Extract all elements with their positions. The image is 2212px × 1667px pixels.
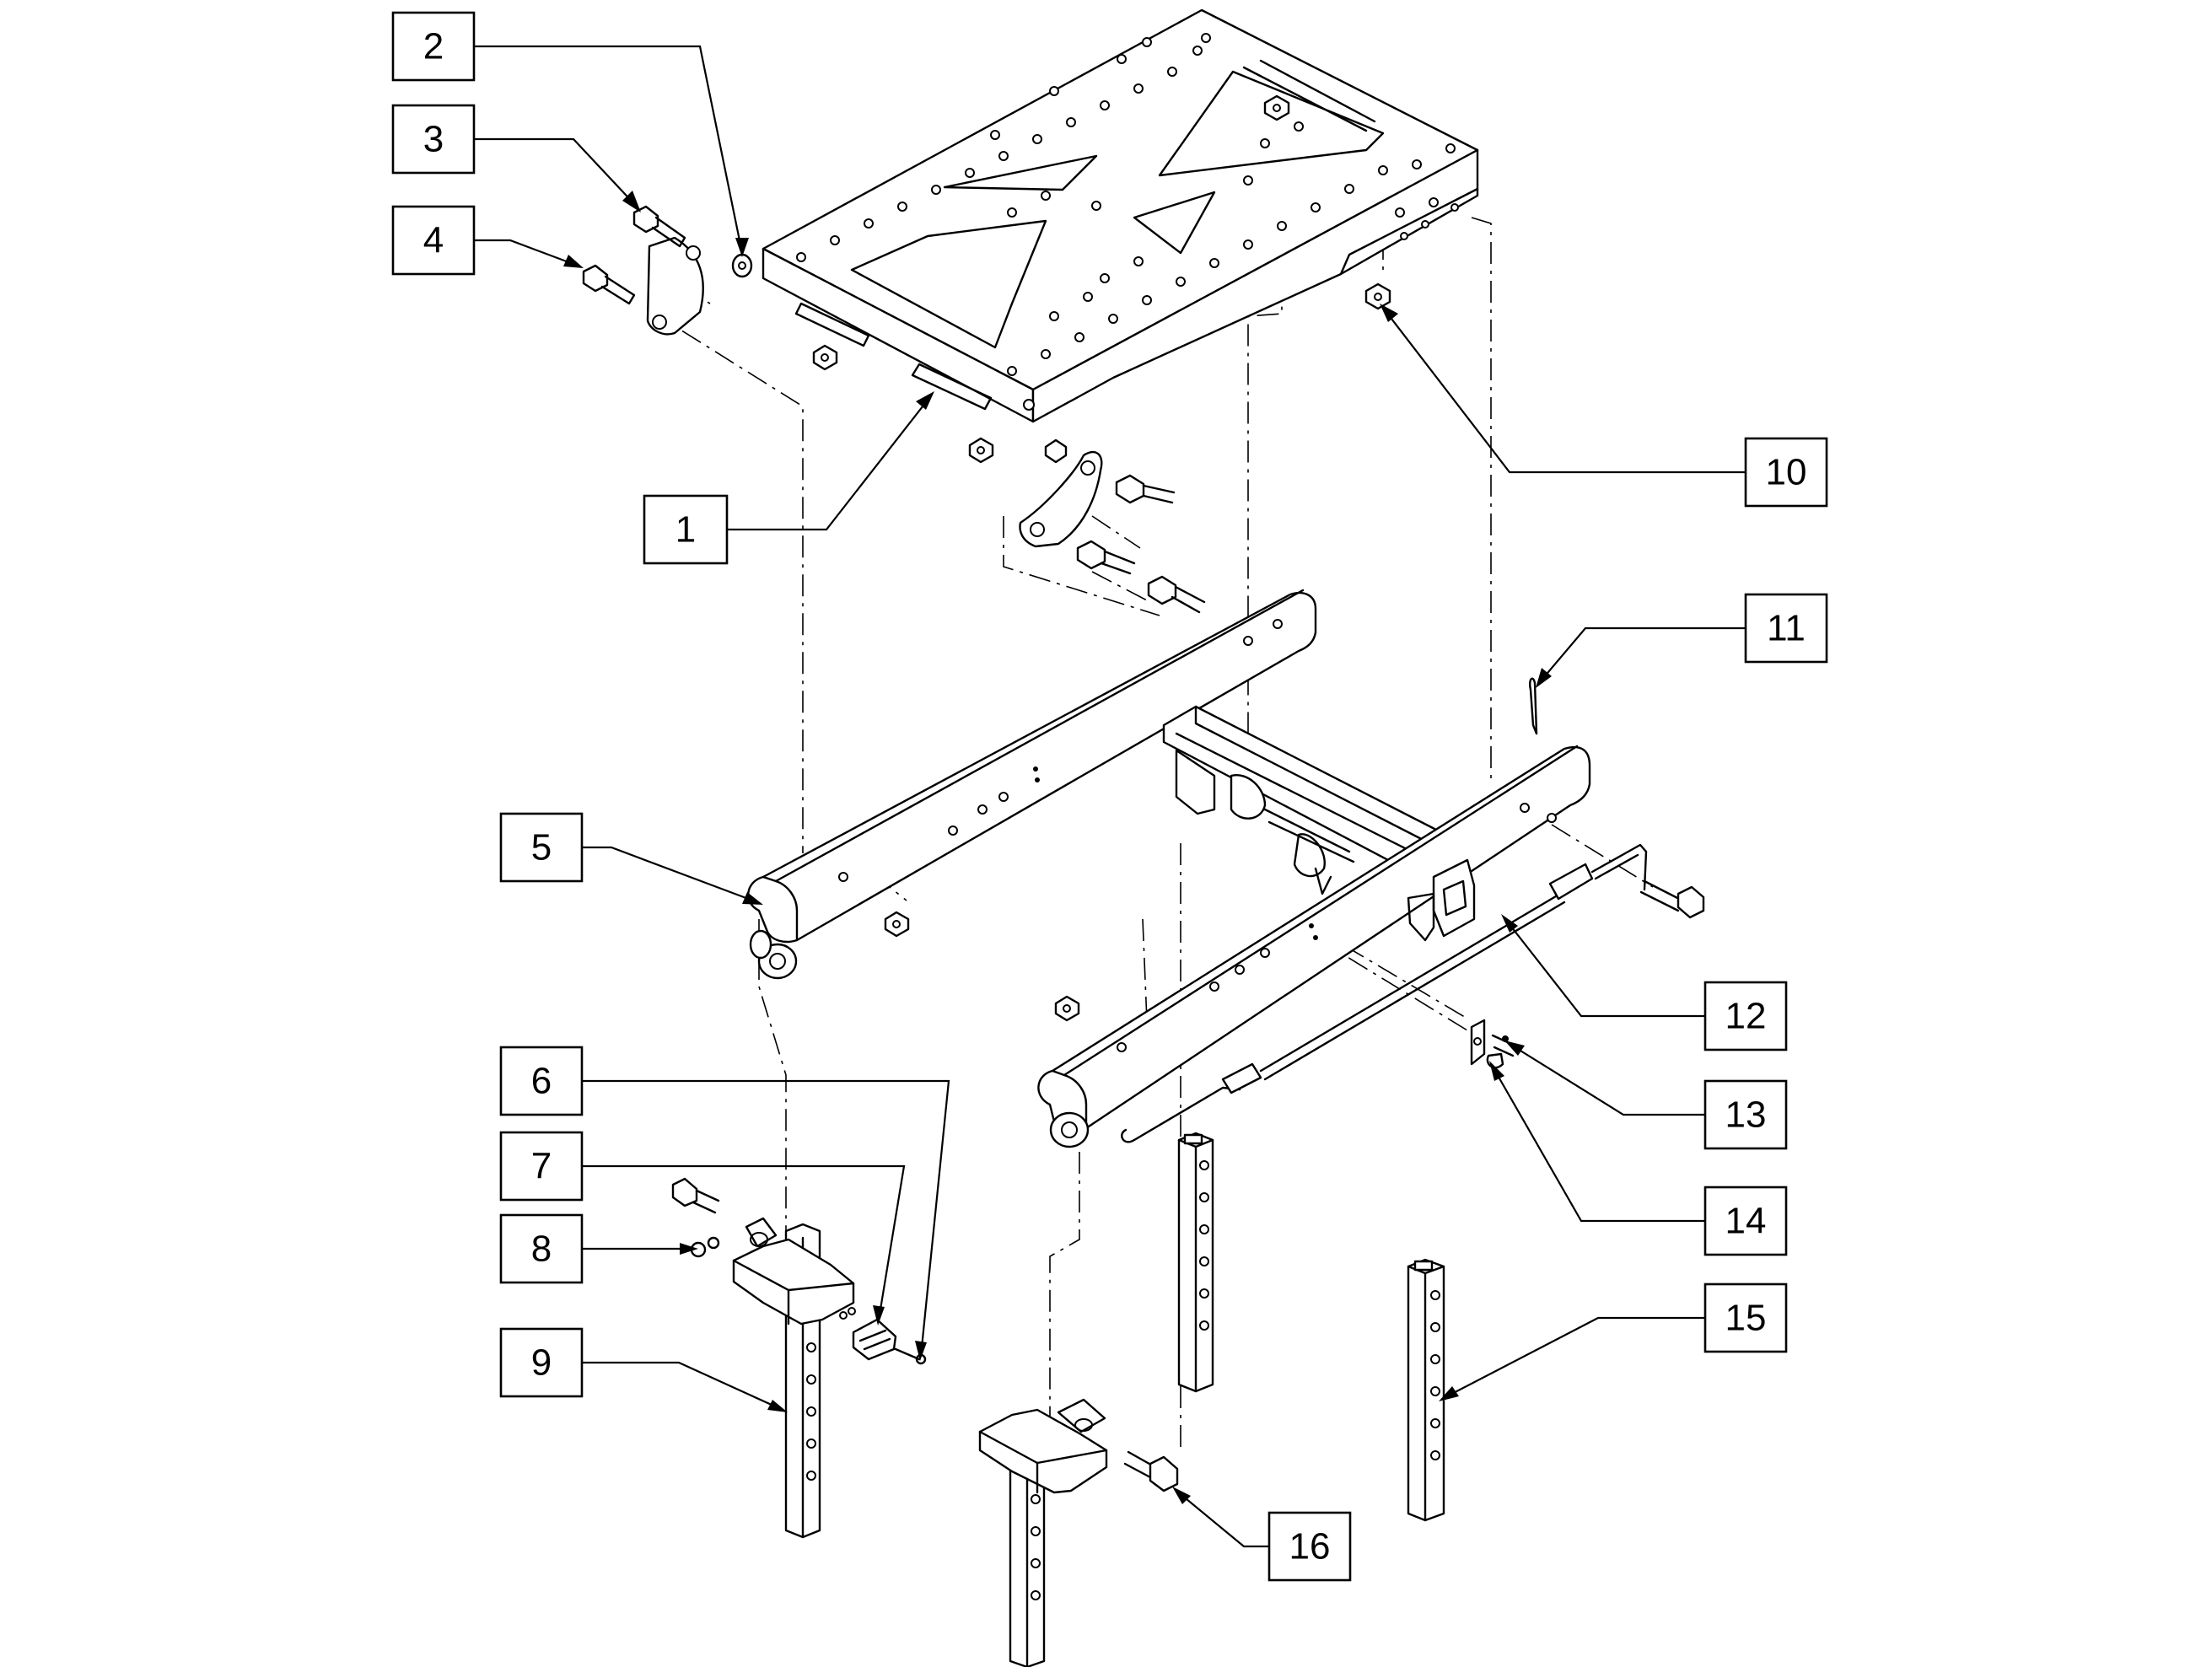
leg-with-bracket-left [671,1177,927,1539]
callout-10-label: 10 [1766,452,1807,493]
callout-9-label: 9 [531,1342,552,1384]
bracket-hardware-left [582,205,753,336]
leg-tube-center [1177,1132,1214,1393]
callout-11: 11 [1744,593,1828,664]
callout-12-label: 12 [1725,996,1767,1037]
right-side-rail [1037,745,1591,1148]
callout-3: 3 [391,104,476,175]
callout-1-label: 1 [675,509,696,551]
callout-1: 1 [643,494,729,565]
leg-tube-right [1407,1258,1445,1522]
callout-13-label: 13 [1725,1094,1767,1136]
callout-7-label: 7 [531,1146,552,1187]
callout-15: 15 [1703,1283,1788,1353]
callout-10: 10 [1744,437,1828,508]
lock-nut-icon [812,94,1391,1022]
callout-14: 14 [1703,1186,1788,1256]
callout-16-label: 16 [1289,1526,1331,1568]
callout-8-label: 8 [531,1229,552,1270]
callout-8: 8 [499,1213,584,1284]
bolt-right-icon [1639,879,1705,919]
callout-4: 4 [391,205,476,276]
cross-tube-assembly [1162,705,1440,895]
callout-16: 16 [1267,1511,1352,1582]
leader-lines [474,45,1746,1548]
callout-11-label: 11 [1767,608,1806,649]
callout-15-label: 15 [1725,1298,1767,1339]
callout-5-label: 5 [531,827,552,868]
left-side-rail [747,589,1317,980]
seat-pan-plate [762,8,1479,423]
callout-2: 2 [391,11,476,82]
cotter-pin-icon [1529,677,1538,735]
leg-with-bracket-bottom [978,1398,1179,1667]
callout-3-label: 3 [423,119,444,160]
clip-and-pin [1470,1019,1515,1069]
callout-13: 13 [1703,1079,1788,1150]
callout-6: 6 [499,1046,584,1116]
callout-7: 7 [499,1131,584,1202]
callout-4-label: 4 [423,220,444,261]
callout-6-label: 6 [531,1061,552,1102]
callout-2-label: 2 [423,26,444,67]
callout-12: 12 [1703,981,1788,1051]
seat-pan-holes [796,33,1456,411]
bracket-hardware-right [1019,450,1206,614]
callout-9: 9 [499,1327,584,1398]
callout-5: 5 [499,812,584,883]
callout-14-label: 14 [1725,1201,1767,1242]
